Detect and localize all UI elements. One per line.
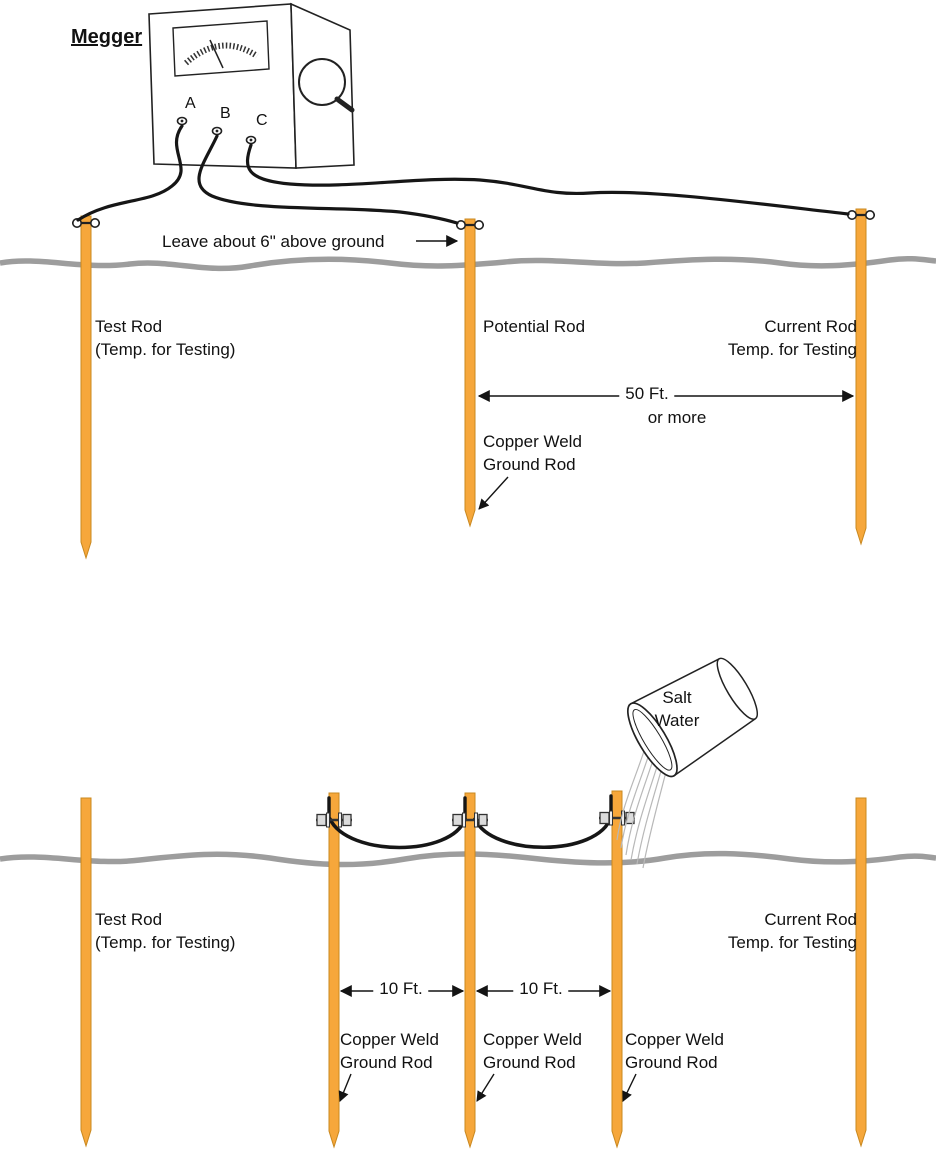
test-rod-line1: Test Rod <box>95 317 163 336</box>
current-rod-line1: Current Rod <box>764 317 857 336</box>
ground-rod-3 <box>611 790 623 1149</box>
meter-display <box>172 20 270 77</box>
label-current-rod-bottom: Current Rod Temp. for Testing <box>728 908 857 954</box>
note-leave-above-ground: Leave about 6" above ground <box>162 232 385 251</box>
salt-water-bucket <box>627 657 758 778</box>
jumper-wire-2 <box>473 815 613 850</box>
terminal-b-post <box>211 126 223 136</box>
ground-rod-2 <box>464 792 476 1149</box>
salt-water-line1: Salt <box>662 688 692 707</box>
label-salt-water: Salt Water <box>655 686 700 732</box>
label-copper-1: Copper Weld Ground Rod <box>340 1028 439 1074</box>
label-test-rod-bottom: Test Rod (Temp. for Testing) <box>95 908 235 954</box>
copper-2-line2: Ground Rod <box>483 1053 576 1072</box>
test-rod-line2: (Temp. for Testing) <box>95 340 236 359</box>
ground-rod-1 <box>328 792 340 1149</box>
test-rod-top <box>80 215 92 560</box>
copper-2-line1: Copper Weld <box>483 1030 582 1049</box>
salt-water-line2: Water <box>654 711 700 730</box>
current-rod-bottom-line1: Current Rod <box>764 910 857 929</box>
label-distance-10ft-2: 10 Ft. <box>513 977 569 1000</box>
copper-3-line2: Ground Rod <box>625 1053 718 1072</box>
terminal-label-b: B <box>220 105 231 122</box>
clamp-current-rod <box>846 210 875 221</box>
label-distance-10ft-1: 10 Ft. <box>373 977 429 1000</box>
copper-1-line2: Ground Rod <box>340 1053 433 1072</box>
page-title: Megger <box>71 26 143 48</box>
wire-c <box>246 143 850 216</box>
wire-a <box>76 124 184 222</box>
label-or-more: or more <box>647 408 707 427</box>
clamp-potential-rod <box>455 220 484 231</box>
copper-top-line2: Ground Rod <box>483 455 576 474</box>
ground-line-bottom <box>0 850 936 868</box>
jumper-wire-1 <box>328 817 467 850</box>
terminal-label-c: C <box>256 112 268 129</box>
terminal-label-a: A <box>185 95 196 112</box>
test-rod-bottom-line2: (Temp. for Testing) <box>95 933 236 952</box>
label-copper-2: Copper Weld Ground Rod <box>483 1028 582 1074</box>
label-potential-rod: Potential Rod <box>483 317 586 336</box>
label-copper-3: Copper Weld Ground Rod <box>625 1028 724 1074</box>
copper-top-line1: Copper Weld <box>483 432 582 451</box>
terminal-a-post <box>176 116 188 126</box>
leader-copper-1 <box>338 1073 352 1102</box>
label-distance-50ft: 50 Ft. <box>619 382 675 405</box>
current-rod-bottom <box>855 797 867 1148</box>
copper-3-line1: Copper Weld <box>625 1030 724 1049</box>
copper-1-line1: Copper Weld <box>340 1030 439 1049</box>
potential-rod <box>464 218 476 528</box>
leader-copper-3 <box>622 1073 637 1102</box>
leader-copper-2 <box>476 1073 495 1102</box>
ground-line-top <box>0 255 936 272</box>
label-copper-top: Copper Weld Ground Rod <box>483 430 582 476</box>
current-rod-bottom-line2: Temp. for Testing <box>727 933 857 952</box>
current-rod-line2: Temp. for Testing <box>727 340 857 359</box>
megger-device <box>148 2 355 169</box>
label-test-rod-top: Test Rod (Temp. for Testing) <box>95 315 235 361</box>
terminal-c-post <box>245 135 257 145</box>
leader-copper-top <box>478 476 509 510</box>
test-rod-bottom <box>80 797 92 1148</box>
wire-b <box>197 134 459 225</box>
label-current-rod-top: Current Rod Temp. for Testing <box>728 315 857 361</box>
crank-handle <box>298 58 355 113</box>
bolt-clamp-1 <box>316 812 352 828</box>
test-rod-bottom-line1: Test Rod <box>95 910 163 929</box>
current-rod-top <box>855 208 867 546</box>
bolt-clamp-2 <box>452 812 488 828</box>
